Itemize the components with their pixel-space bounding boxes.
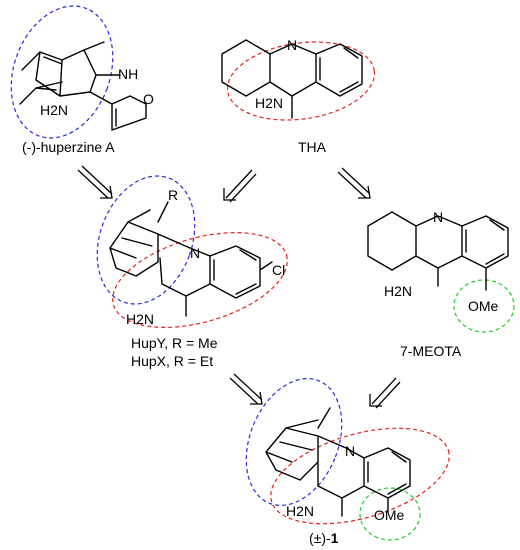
retro-arrow-meota-to-product — [369, 377, 401, 409]
tha-n-label: N — [287, 37, 297, 53]
huperzine-caption: (-)-huperzine A — [22, 139, 115, 155]
tha-nh2-label: H2N — [255, 95, 283, 111]
huperzine-nh2-label: H2N — [40, 102, 68, 118]
product-bicyclic-region — [245, 378, 343, 506]
meota-structure: N H2N OMe 7-MEOTA — [367, 209, 515, 359]
product-nh2-label: H2N — [286, 503, 314, 519]
hup-r-label: R — [168, 187, 178, 203]
hup-aminoacridine-region — [112, 232, 288, 328]
huperzine-bicyclic-region — [10, 5, 114, 139]
meota-methoxy-region — [453, 279, 515, 333]
product-caption: (±)-1 — [309, 530, 339, 546]
meota-caption: 7-MEOTA — [400, 343, 462, 359]
product-ome-label: OMe — [374, 507, 405, 523]
tha-aminoacridine-region — [226, 41, 376, 121]
product-caption-prefix: (±)- — [309, 530, 331, 546]
huperzine-o-label: O — [143, 91, 154, 107]
product-structure: N H2N OMe (±)-1 — [245, 378, 450, 546]
product-aminoacridine-region — [270, 427, 450, 525]
hup-bicyclic-region — [96, 175, 196, 305]
product-n-label: N — [345, 443, 355, 459]
hup-nh2-label: H2N — [126, 311, 154, 327]
product-caption-number: 1 — [331, 530, 339, 546]
hup-structure: R N Cl H2N HupY, R = Me HupX, R = Et — [96, 175, 288, 369]
meota-ome-label: OMe — [468, 298, 499, 314]
hupx-caption: HupX, R = Et — [131, 353, 213, 369]
retro-arrow-tha-to-hup — [223, 169, 257, 203]
tha-caption: THA — [298, 139, 327, 155]
hup-n-label: N — [190, 245, 200, 261]
tha-structure: N H2N THA — [221, 37, 376, 155]
product-methoxy-region — [359, 487, 421, 541]
retro-arrow-huperzine-to-hup — [77, 165, 113, 199]
retro-arrow-tha-to-meota — [337, 167, 371, 199]
meota-n-label: N — [433, 209, 443, 225]
meota-nh2-label: H2N — [384, 283, 412, 299]
huperzine-nh-label: NH — [118, 66, 138, 82]
huperzine-a-structure: NH O H2N (-)-huperzine A — [10, 5, 154, 155]
retro-arrow-hup-to-product — [229, 373, 263, 405]
hup-cl-label: Cl — [272, 262, 285, 278]
hupy-caption: HupY, R = Me — [131, 335, 218, 351]
